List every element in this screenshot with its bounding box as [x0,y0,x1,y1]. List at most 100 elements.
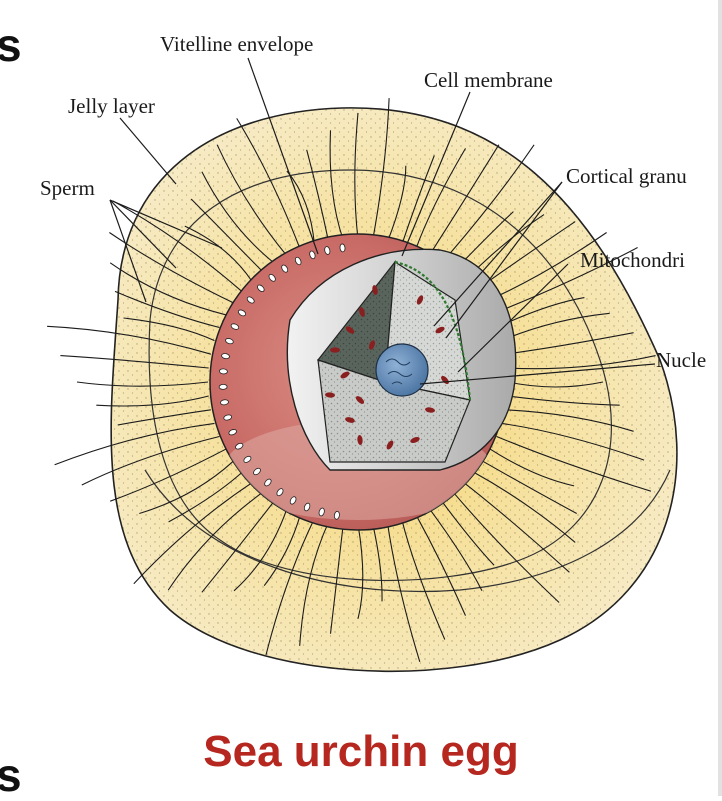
label-vitelline-envelope: Vitelline envelope [160,32,314,56]
sperm-tail [414,148,466,251]
mitochondrion [368,340,376,350]
sperm-tail [133,482,253,585]
sperm-tail [54,422,215,466]
sperm-head [264,478,272,487]
sperm-tail [372,523,383,602]
sperm-head [221,353,230,360]
sperm-tail [233,507,288,592]
sperm-tail [263,513,302,587]
sperm-head [333,510,340,520]
sperm-tail [167,491,264,591]
mitochondrion [425,407,435,413]
sperm-head [218,383,228,390]
sperm-tail [76,381,209,387]
sperm-head [318,507,325,517]
sperm-tail [507,355,656,370]
sperm-tail [386,521,421,662]
sperm-head [243,455,252,463]
sperm-tail [482,460,577,514]
label-cell-membrane: Cell membrane [424,68,553,92]
sperm-tail [139,460,234,515]
sperm-tail [123,317,215,342]
sperm-tail [184,225,253,282]
sperm-tail [109,262,226,316]
sperm-tail [306,149,330,243]
sperm-head [246,296,255,304]
mitochondrion [372,285,378,295]
sperm-tail [507,395,620,406]
sperm-tail [473,471,576,543]
sperm-tail [400,518,446,640]
sperm-tail [265,518,315,656]
sperm-head [237,309,247,317]
sperm-tail [463,482,570,573]
label-jelly-layer: Jelly layer [68,94,155,118]
sperm-tail [501,422,645,461]
sperm-head [228,429,237,436]
sperm-head [294,256,302,266]
sperm-tail [400,155,435,246]
sperm-head [324,246,331,255]
label-sperm: Sperm [40,176,95,200]
sperm-tail [386,165,407,243]
sperm-head [309,250,316,260]
left-edge-fragment-top: s [0,19,22,71]
sperm-head [339,243,346,253]
caption: Sea urchin egg [203,727,519,776]
sperm-tail [286,170,316,246]
label-cortical-granules: Cortical granu [566,164,687,188]
sperm-head [257,284,265,293]
sperm-tail [190,198,264,273]
mitochondrion [416,295,424,305]
right-edge-border [718,0,722,796]
mitochondrion [410,436,420,444]
sperm-tail [109,232,234,304]
leader-lines [109,57,656,385]
mitochondrion [340,371,350,379]
sperm-tail [490,247,638,316]
sperm-tail [428,144,500,257]
sperm-tail [201,500,276,593]
sperm-tail [47,325,212,355]
sperm-tail [357,524,364,619]
mitochondrion [325,392,335,398]
sperm-tail [168,471,243,523]
sperm-tail [354,112,359,240]
sperm-tail [496,435,652,492]
sperm-tail [490,448,575,487]
sperm-tail [112,200,243,293]
sperm-tail [81,435,220,486]
sperm-head [303,502,311,512]
sperm-heads [218,243,346,520]
sperm-tail [117,409,211,426]
label-nucleus: Nucle [656,348,707,372]
sperm-head [219,368,228,375]
sperm-tail [507,381,604,388]
mitochondrion [386,440,394,450]
sperm-tail [372,98,390,241]
sperm-tail [505,409,634,432]
sperm-tail [114,290,220,329]
sperm-tail [110,448,226,502]
sperm-tail [216,144,288,257]
sperm-tail [299,521,330,646]
sperm-tail [60,355,209,369]
sperm-tail [414,513,467,616]
mitochondrion [359,307,365,317]
mitochondrion [357,435,363,445]
sperm-tail [428,507,483,592]
sperm-tail [96,395,209,407]
sperm-head [230,323,240,330]
sperm-tail [440,144,535,264]
sperm-tails [47,98,656,662]
sperm-tail [505,332,634,355]
label-mitochondria: Mitochondri [580,248,685,272]
sperm-head [268,273,276,282]
sperm-head [235,442,244,450]
mitochondrion [345,417,355,423]
sperm-head [281,264,289,273]
mitochondrion [355,396,365,404]
sperm-tail [329,523,344,634]
mitochondria [325,285,449,450]
